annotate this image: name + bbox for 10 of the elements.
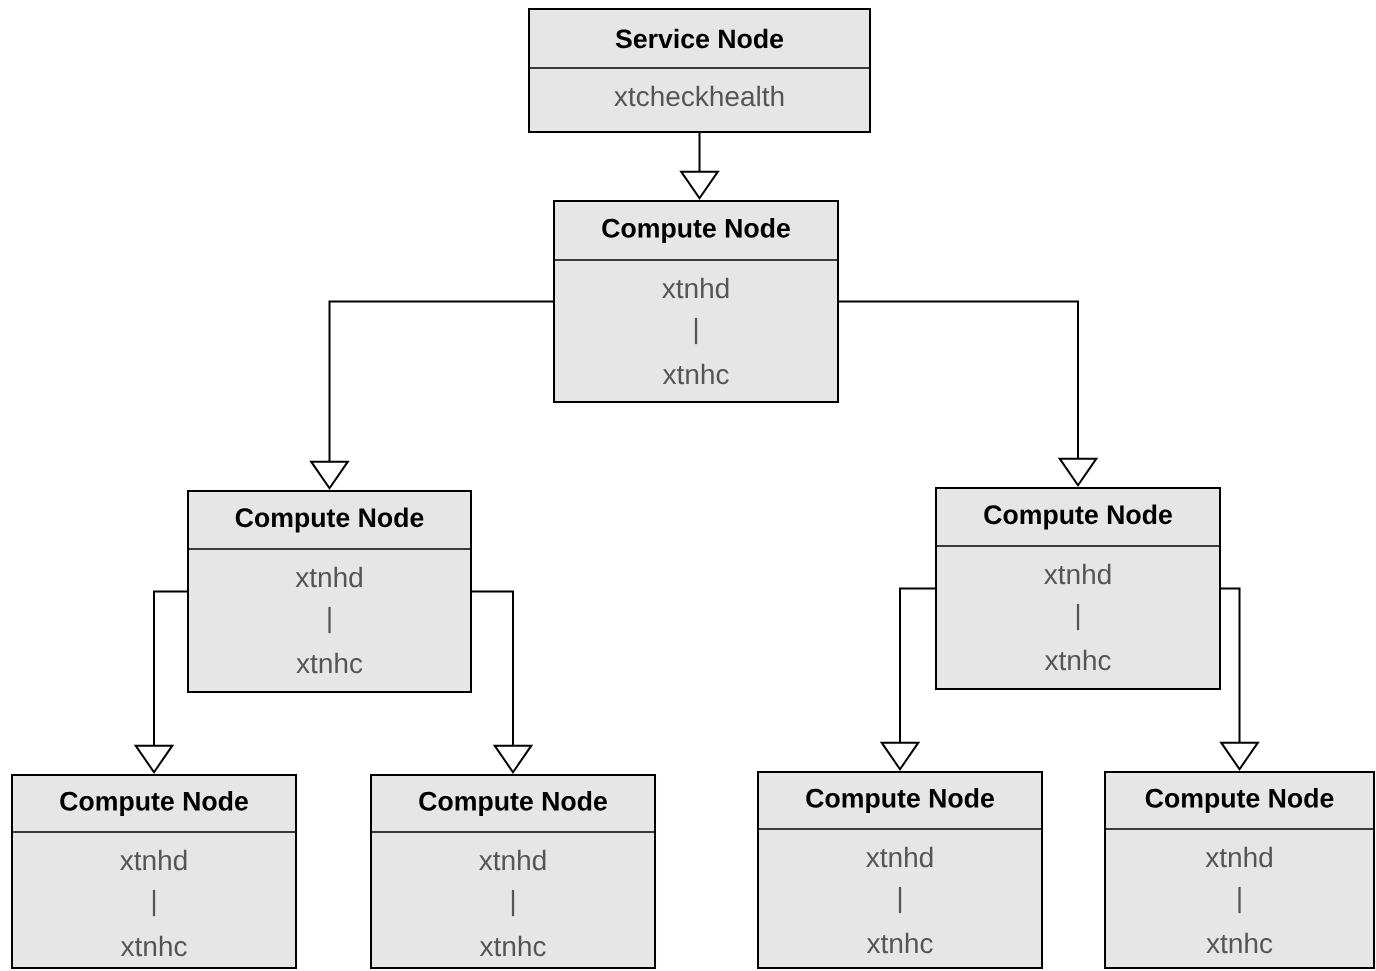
- arrow: [471, 590, 534, 774]
- class-box: Service Node xtcheckhealth: [528, 8, 871, 133]
- arrow: [838, 300, 1099, 487]
- class-box: Compute Node xtnhd | xtnhc: [935, 487, 1221, 690]
- class-box: Compute Node xtnhd | xtnhc: [370, 774, 656, 969]
- class-box: Compute Node xtnhd | xtnhc: [757, 771, 1043, 969]
- class-box: Compute Node xtnhd | xtnhc: [1104, 771, 1375, 969]
- class-box: Compute Node xtnhd | xtnhc: [187, 490, 472, 693]
- class-box: Compute Node xtnhd | xtnhc: [11, 774, 297, 969]
- class-box: Compute Node xtnhd | xtnhc: [553, 200, 839, 403]
